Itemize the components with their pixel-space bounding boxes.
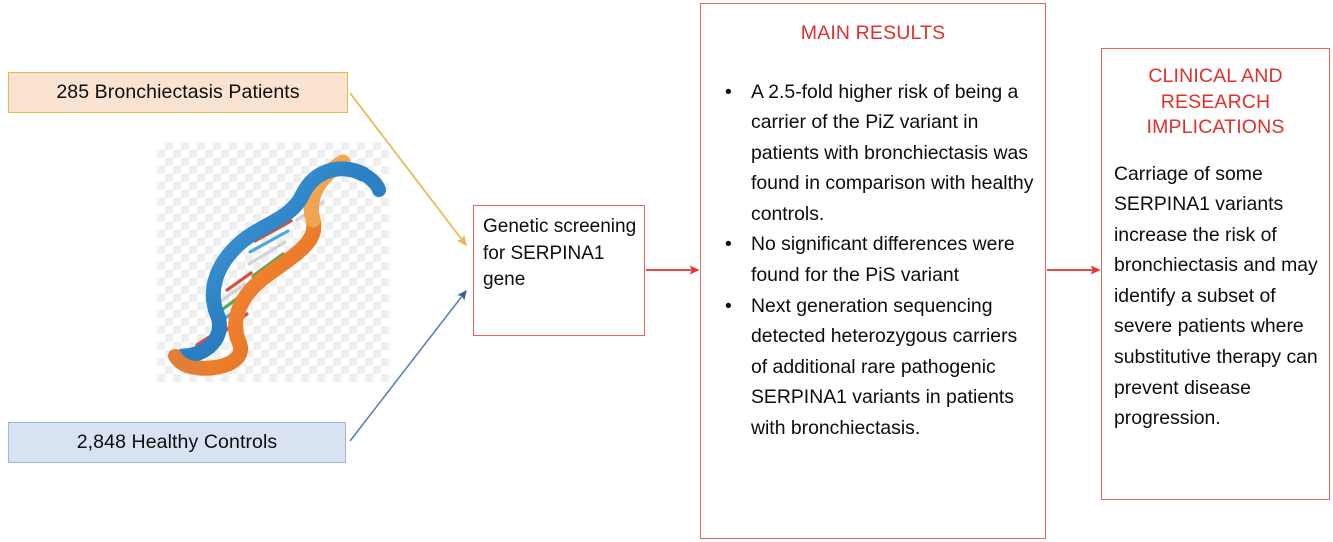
bullet-glyph: •: [725, 80, 732, 103]
dna-helix-icon: [168, 154, 386, 376]
list-item-text: A 2.5-fold higher risk of being a carrie…: [751, 80, 1034, 225]
patients-cohort-box: 285 Bronchiectasis Patients: [8, 72, 348, 113]
list-item-text: No significant differences were found fo…: [751, 233, 1015, 287]
list-item-text: Next generation sequencing detected hete…: [751, 294, 1018, 440]
dna-helix-image: [157, 142, 389, 382]
list-item: • No significant differences were found …: [711, 229, 1035, 290]
main-results-box: MAIN RESULTS • A 2.5-fold higher risk of…: [700, 3, 1046, 539]
list-item: • A 2.5-fold higher risk of being a carr…: [711, 77, 1035, 230]
controls-cohort-box: 2,848 Healthy Controls: [8, 422, 346, 463]
genetic-screening-box: Genetic screening for SERPINA1 gene: [473, 205, 645, 336]
main-results-bullet-list: • A 2.5-fold higher risk of being a carr…: [711, 77, 1035, 444]
list-item: • Next generation sequencing detected he…: [711, 291, 1035, 444]
main-results-title: MAIN RESULTS: [800, 22, 946, 44]
clinical-implications-text: Carriage of some SERPINA1 variants incre…: [1114, 162, 1318, 430]
controls-cohort-label: 2,848 Healthy Controls: [76, 431, 278, 453]
patients-cohort-label: 285 Bronchiectasis Patients: [56, 81, 300, 103]
bullet-glyph: •: [725, 233, 732, 256]
genetic-screening-text: Genetic screening for SERPINA1 gene: [483, 216, 637, 290]
clinical-implications-title: CLINICAL AND RESEARCH IMPLICATIONS: [1146, 65, 1285, 138]
clinical-implications-box: CLINICAL AND RESEARCH IMPLICATIONS Carri…: [1101, 48, 1330, 500]
bullet-glyph: •: [725, 294, 732, 317]
